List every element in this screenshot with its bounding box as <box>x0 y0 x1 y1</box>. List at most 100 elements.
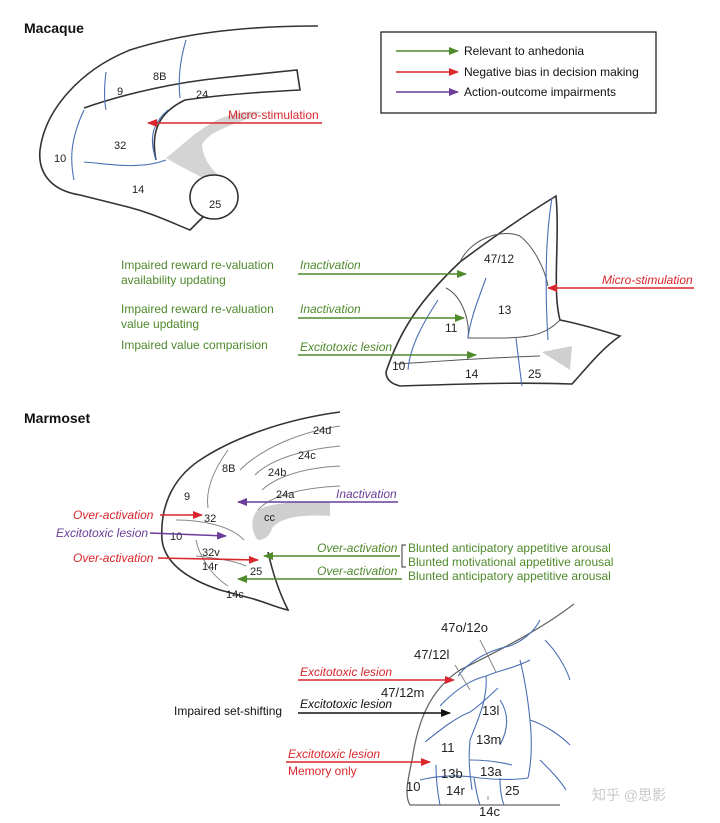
macaque-orbital-diagram: 47/12 13 11 10 14 25 Micro-stimulation <box>385 194 694 387</box>
marmoset-area-32: 32 <box>204 513 216 525</box>
marmoset-over-activation-2-arrow <box>157 555 259 564</box>
marmoset-orbital-boundary <box>544 639 571 681</box>
marmoset-orbital-outline <box>406 603 575 806</box>
macaque-area-9: 9 <box>117 86 123 98</box>
marmoset-area-9: 9 <box>184 491 190 503</box>
marmoset-over-activation-2: Over-activation <box>73 551 154 565</box>
macaque-title: Macaque <box>24 20 84 36</box>
effect-1-method: Inactivation <box>300 258 361 272</box>
macaque-orbital-edge <box>445 287 561 339</box>
macaque-boundary <box>103 71 107 111</box>
effect-1-line-1: Impaired reward re-valuation <box>121 258 274 272</box>
marmoset-orbital-boundary <box>468 675 487 791</box>
marmoset-outline <box>160 411 341 612</box>
marmoset-boundary <box>239 425 341 471</box>
macaque-medial-diagram: 9 8B 24 32 10 14 25 Micro-stimulation <box>38 25 322 231</box>
marmoset-leader-line <box>454 664 471 691</box>
marmoset-area-24a: 24a <box>276 489 295 501</box>
macaque-area-24: 24 <box>196 89 208 101</box>
macaque-orbital-area-10: 10 <box>392 359 406 373</box>
macaque-orbital-area-11: 11 <box>445 321 458 335</box>
macaque-boundary <box>71 109 85 181</box>
marmoset-orbital-boundary <box>439 659 531 707</box>
marmoset-orbital-boundary <box>457 619 541 677</box>
marmoset-boundary <box>257 485 341 511</box>
macaque-orbital-boundary <box>407 299 439 371</box>
legend-label-anhedonia: Relevant to anhedonia <box>464 44 584 58</box>
marmoset-outcome-3: Blunted anticipatory appetitive arousal <box>408 569 611 583</box>
marmoset-orbital-area-13b: 13b <box>441 766 463 781</box>
macaque-effects: Impaired reward re-valuation availabilit… <box>121 258 477 359</box>
marmoset-area-24c: 24c <box>298 450 316 462</box>
marmoset-area-14r: 14r <box>202 561 218 573</box>
marmoset-orbital-lesion-2: Excitotoxic lesion <box>300 697 392 711</box>
effect-3-line-1: Impaired value comparision <box>121 338 268 352</box>
legend-label-negative-bias: Negative bias in decision making <box>464 65 639 79</box>
marmoset-medial-diagram: cc 24d 24c 8B 24b 24a 9 32 10 32v 14r 25… <box>56 411 613 612</box>
macaque-orbital-boundary <box>515 337 523 387</box>
macaque-orbital-area-14: 14 <box>465 367 479 381</box>
marmoset-excitotoxic-lesion: Excitotoxic lesion <box>56 526 148 540</box>
marmoset-over-activation-1: Over-activation <box>73 508 154 522</box>
marmoset-orbital-area-47o-12o: 47o/12o <box>441 620 488 635</box>
marmoset-orbital-area-47-12l: 47/12l <box>414 647 450 662</box>
marmoset-area-cc: cc <box>264 512 276 524</box>
macaque-area-25-outline <box>189 174 239 220</box>
marmoset-area-32v: 32v <box>202 547 220 559</box>
marmoset-corpus-callosum <box>252 501 330 540</box>
marmoset-orbital-boundary <box>499 777 505 806</box>
macaque-orbital-micro-stimulation-label: Micro-stimulation <box>602 273 693 287</box>
marmoset-boundary <box>175 519 245 541</box>
macaque-area-8b: 8B <box>153 71 166 83</box>
macaque-area-14: 14 <box>132 184 144 196</box>
marmoset-boundary <box>206 449 229 509</box>
legend: Relevant to anhedonia Negative bias in d… <box>380 31 657 114</box>
marmoset-inactivation-label: Inactivation <box>336 487 397 501</box>
macaque-area-32: 32 <box>114 140 126 152</box>
macaque-boundary <box>178 39 187 99</box>
macaque-orbital-boundary <box>467 277 487 339</box>
marmoset-area-24d: 24d <box>313 425 331 437</box>
marmoset-orbital-lesion-1: Excitotoxic lesion <box>300 665 392 679</box>
marmoset-set-shifting: Impaired set-shifting <box>174 704 282 718</box>
marmoset-excitotoxic-lesion-arrow <box>149 531 227 540</box>
marmoset-boundary <box>261 465 341 491</box>
marmoset-area-14c: 14c <box>226 589 244 601</box>
macaque-orbital-edge <box>459 233 549 287</box>
marmoset-orbital-boundary <box>529 719 571 746</box>
marmoset-orbital-boundary <box>419 775 529 781</box>
marmoset-right-over-activation-1: Over-activation <box>317 541 398 555</box>
macaque-micro-stimulation-label: Micro-stimulation <box>228 108 319 122</box>
macaque-cingulate-outline <box>83 69 301 161</box>
macaque-area-25: 25 <box>209 199 221 211</box>
marmoset-boundary <box>195 539 229 587</box>
macaque-orbital-area-13: 13 <box>498 303 512 317</box>
marmoset-area-24b: 24b <box>268 467 286 479</box>
marmoset-outcome-1: Blunted anticipatory appetitive arousal <box>408 541 611 555</box>
marmoset-area-25: 25 <box>250 566 262 578</box>
marmoset-area-8b: 8B <box>222 463 235 475</box>
macaque-outline <box>38 25 319 231</box>
marmoset-orbital-boundary <box>424 687 499 743</box>
marmoset-memory-only: Memory only <box>288 764 357 778</box>
marmoset-orbital-boundary <box>473 777 481 806</box>
marmoset-area-10: 10 <box>170 531 182 543</box>
marmoset-orbital-area-13a: 13a <box>480 764 502 779</box>
macaque-orbital-area-25: 25 <box>528 367 542 381</box>
marmoset-title: Marmoset <box>24 410 90 426</box>
macaque-boundary <box>83 159 167 167</box>
marmoset-orbital-area-14r: 14r <box>446 783 465 798</box>
marmoset-orbital-area-14c: 14c <box>479 804 500 819</box>
macaque-area-10: 10 <box>54 153 66 165</box>
macaque-orbital-shade <box>542 346 572 370</box>
effect-2-line-1: Impaired reward re-valuation <box>121 302 274 316</box>
marmoset-orbital-diagram: 47o/12o 47/12l 47/12m 13l 11 13m 13b 13a… <box>174 603 575 819</box>
marmoset-right-over-activation-2: Over-activation <box>317 564 398 578</box>
effect-3-method: Excitotoxic lesion <box>300 340 392 354</box>
marmoset-orbital-lesion-3: Excitotoxic lesion <box>288 747 380 761</box>
marmoset-orbital-area-13l: 13l <box>482 703 499 718</box>
marmoset-orbital-boundary <box>519 659 532 779</box>
watermark: 知乎 @思影 <box>592 787 666 803</box>
effect-2-line-2: value updating <box>121 317 199 331</box>
